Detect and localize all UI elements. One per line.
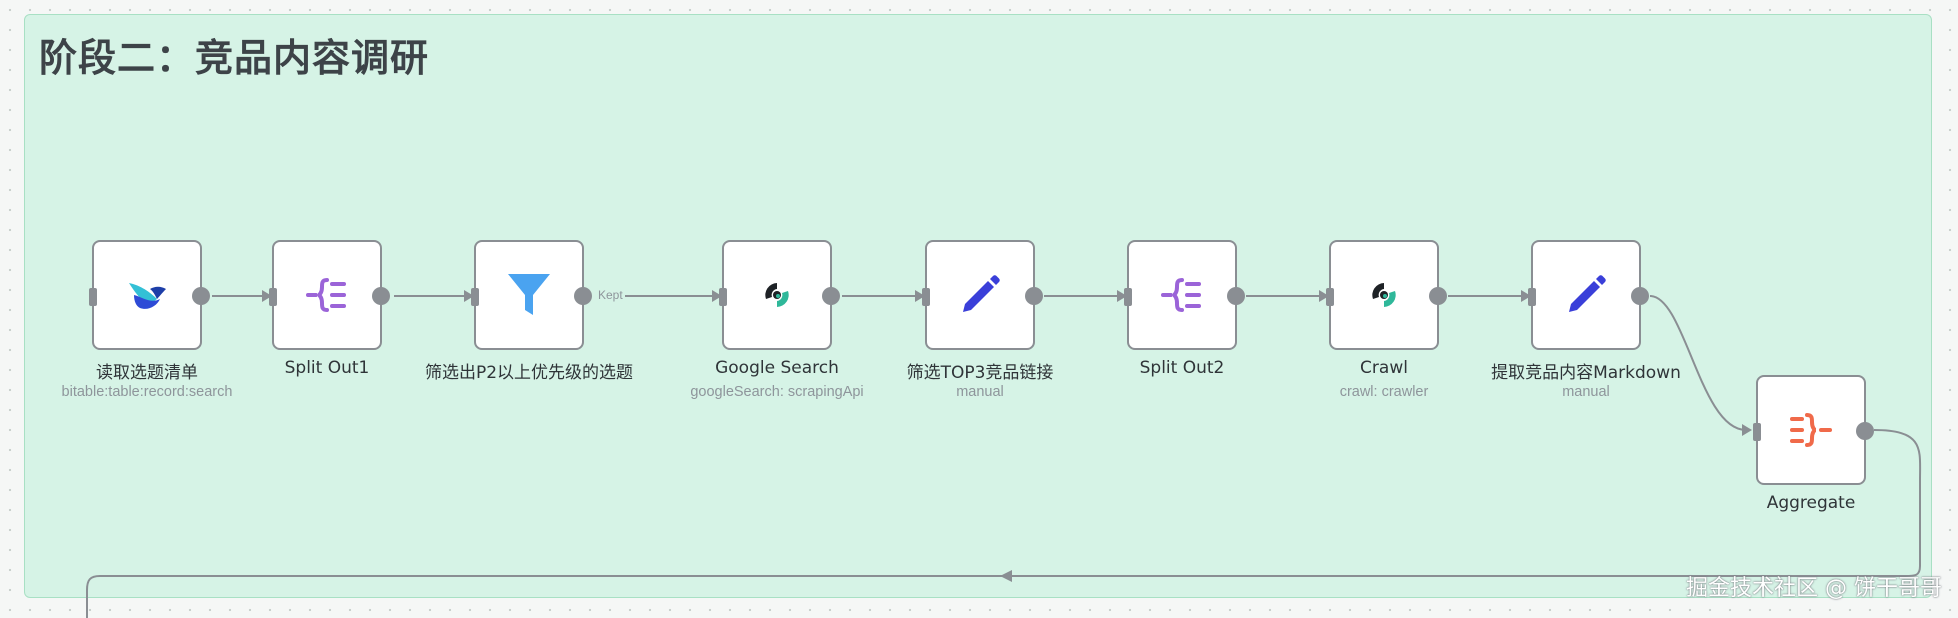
stage-title: 阶段二：竞品内容调研 [39,36,430,80]
node-title: 提取竞品内容Markdown [1491,363,1681,383]
output-port[interactable] [1631,287,1649,305]
node-title: 读取选题清单 [96,363,198,383]
node-title: Split Out1 [284,358,370,378]
output-port[interactable] [1429,287,1447,305]
input-port[interactable] [719,288,727,306]
feishu-bitable-icon [126,277,168,313]
node-split-out-1[interactable] [269,240,390,350]
filter-icon [506,271,552,319]
node-read-topic-list[interactable] [89,240,210,350]
node-google-search[interactable] [719,240,840,350]
input-port[interactable] [1326,288,1334,306]
edge-label-kept: Kept [596,288,625,302]
node-title: Split Out2 [1139,358,1225,378]
output-port[interactable] [1856,422,1874,440]
output-port[interactable] [372,287,390,305]
input-port[interactable] [922,288,930,306]
node-subtitle: manual [956,384,1004,400]
input-port[interactable] [1753,423,1761,441]
node-extract-markdown[interactable] [1528,240,1649,350]
node-title: 筛选出P2以上优先级的选题 [424,363,634,383]
split-out-icon [1160,276,1204,314]
output-port[interactable] [574,287,592,305]
edit-pencil-icon [1563,272,1609,318]
input-port[interactable] [471,288,479,306]
node-subtitle: bitable:table:record:search [61,384,233,400]
edit-pencil-icon [957,272,1003,318]
node-subtitle: crawl: crawler [1339,384,1429,400]
node-subtitle: googleSearch: scrapingApi [690,384,864,400]
output-port[interactable] [822,287,840,305]
input-port[interactable] [89,288,97,306]
scraping-api-icon [762,280,792,310]
input-port[interactable] [269,288,277,306]
node-subtitle: manual [1562,384,1610,400]
node-title: Aggregate [1766,493,1856,513]
node-title: Google Search [715,358,839,378]
scraping-api-icon [1369,280,1399,310]
input-port[interactable] [1528,288,1536,306]
output-port[interactable] [1227,287,1245,305]
input-port[interactable] [1124,288,1132,306]
node-filter-p2-topics[interactable] [471,240,592,350]
node-split-out-2[interactable] [1124,240,1245,350]
output-port[interactable] [1025,287,1043,305]
output-port[interactable] [192,287,210,305]
aggregate-icon [1788,411,1834,449]
node-title: Crawl [1360,358,1408,378]
node-aggregate[interactable] [1753,375,1874,485]
watermark: 掘金技术社区 @ 饼干哥哥 [1686,576,1942,601]
node-filter-top3-links[interactable] [922,240,1043,350]
split-out-icon [305,276,349,314]
node-title: 筛选TOP3竞品链接 [906,363,1054,383]
node-crawl[interactable] [1326,240,1447,350]
